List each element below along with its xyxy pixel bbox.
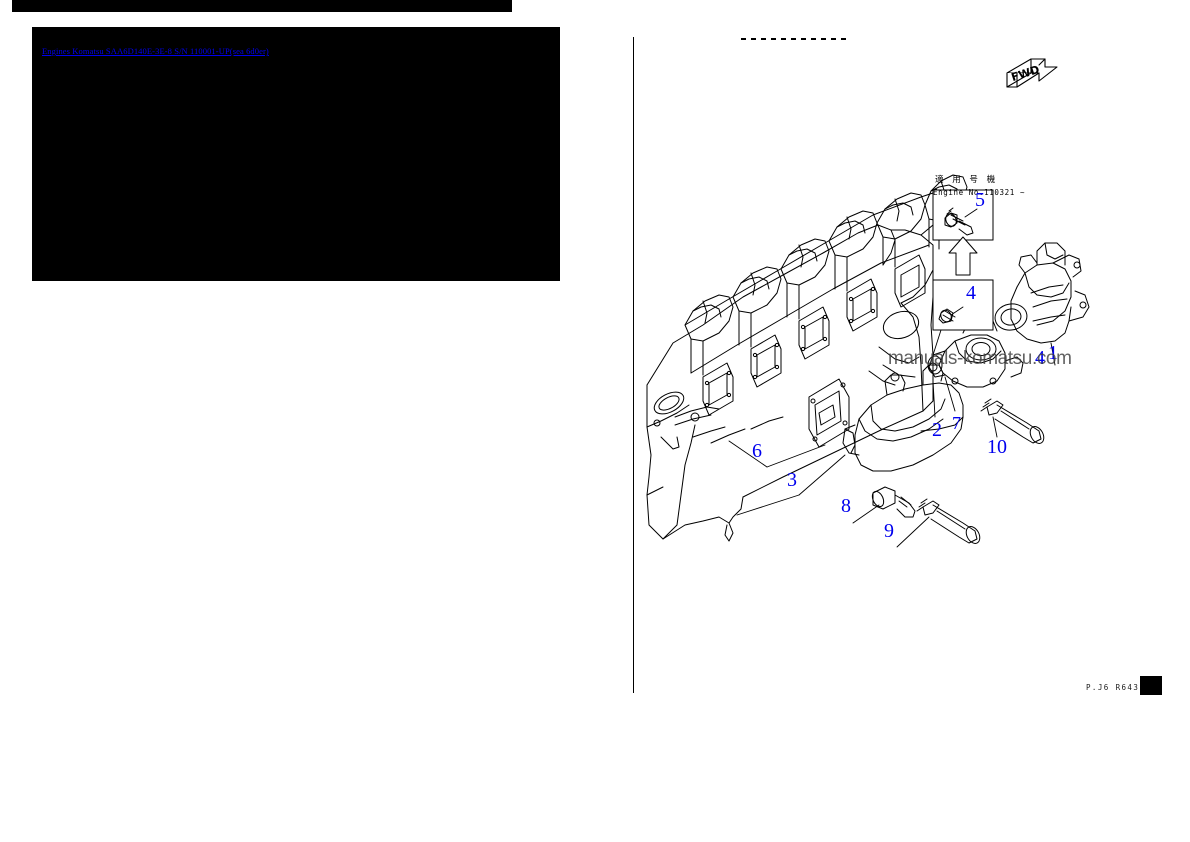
parts-catalog-page: 適 用 号 機 Engine No.110321 ~ FWD	[633, 25, 1145, 695]
callout-7: 7	[952, 413, 961, 433]
callout-1: 1	[1048, 342, 1058, 364]
page-code-label: P.J6 R643	[1086, 683, 1140, 692]
document-title-link[interactable]: Engines Komatsu SAA6D140E-3E-8 S/N 11000…	[42, 46, 269, 56]
page-left-border-rule	[633, 37, 635, 693]
callout-6: 6	[752, 440, 762, 462]
applicability-japanese-heading: 適 用 号 機	[935, 175, 999, 185]
page-top-dashed-rule	[741, 38, 851, 40]
exhaust-manifold-line-drawing	[646, 58, 1090, 548]
callout-8: 8	[841, 495, 851, 517]
applicability-engine-serial: Engine No.110321 ~	[933, 188, 1026, 197]
page-top-black-bar	[12, 0, 512, 12]
callout-2: 2	[932, 419, 942, 441]
document-preview-panel: Engines Komatsu SAA6D140E-3E-8 S/N 11000…	[32, 27, 560, 281]
callout-9: 9	[884, 520, 894, 542]
inset-callout-4: 4	[966, 282, 976, 304]
callout-3: 3	[787, 469, 797, 491]
page-code-black-block	[1140, 676, 1162, 695]
callout-5: 5	[975, 189, 985, 211]
callout-10: 10	[987, 436, 1007, 458]
callout-4: 4	[1035, 347, 1045, 369]
